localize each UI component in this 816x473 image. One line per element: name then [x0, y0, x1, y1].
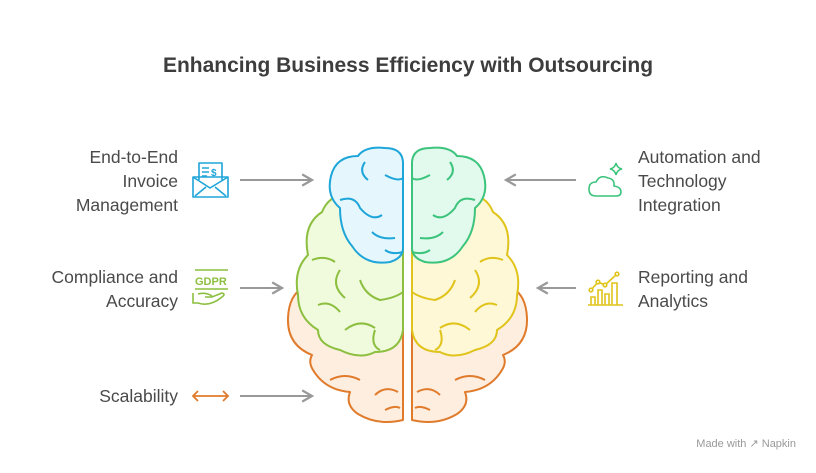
double-arrow-icon [191, 390, 230, 402]
label-automation: Automation and Technology Integration [638, 145, 761, 217]
gdpr-text: GDPR [195, 276, 227, 288]
label-line: End-to-End [89, 147, 178, 167]
label-invoice-management: End-to-End Invoice Management [76, 145, 178, 217]
label-reporting: Reporting and Analytics [638, 265, 748, 313]
label-line: Technology [638, 171, 727, 191]
brain-lobe-teal-right [411, 146, 487, 264]
invoice-envelope-icon: $ [192, 162, 229, 198]
brain-lobe-blue-left [328, 146, 404, 264]
brain-left-hemisphere [286, 146, 404, 423]
label-line: Analytics [638, 291, 709, 311]
bar-line-chart-icon [588, 271, 623, 306]
label-line: Compliance and [51, 267, 178, 287]
diagram-title: Enhancing Business Efficiency with Outso… [162, 54, 654, 77]
cloud-sparkle-icon [588, 162, 623, 197]
label-line: Management [75, 195, 178, 215]
label-scalability: Scalability [99, 384, 178, 408]
label-line: Accuracy [106, 291, 178, 311]
label-line: Invoice [122, 171, 178, 191]
svg-text:$: $ [211, 168, 217, 179]
gdpr-hand-icon: GDPR [192, 269, 228, 305]
napkin-credit: Made with ↗ Napkin [696, 438, 796, 450]
label-line: Automation and [638, 147, 761, 167]
label-line: Reporting and [638, 267, 748, 287]
label-line: Integration [638, 195, 721, 215]
label-compliance: Compliance and Accuracy [52, 265, 178, 313]
label-line: Scalability [99, 386, 178, 406]
brain-right-hemisphere [411, 146, 529, 423]
